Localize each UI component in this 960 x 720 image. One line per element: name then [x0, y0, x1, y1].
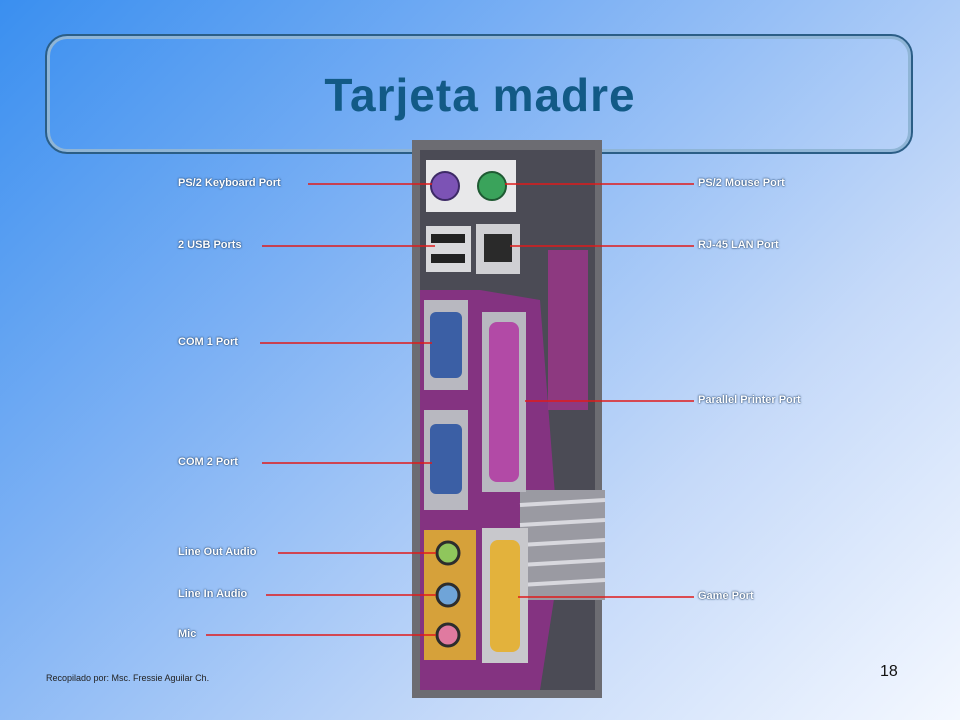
page-number: 18: [880, 663, 898, 680]
label-usb: 2 USB Ports: [178, 239, 242, 251]
label-line-in: Line In Audio: [178, 588, 248, 600]
parallel-connector: [489, 322, 519, 482]
mic-jack: [435, 622, 461, 648]
usb-connector-1: [431, 234, 465, 243]
usb-connector-2: [431, 254, 465, 263]
heatsink: [519, 490, 606, 600]
label-com1: COM 1 Port: [178, 336, 238, 348]
com1-connector: [430, 312, 462, 378]
usb-housing: [426, 226, 471, 272]
label-parallel: Parallel Printer Port: [698, 394, 801, 406]
game-port-connector: [490, 540, 520, 652]
label-game: Game Port: [698, 590, 754, 602]
footer-credit: Recopilado por: Msc. Fressie Aguilar Ch.: [46, 673, 210, 683]
ps2-keyboard-connector: [430, 171, 460, 201]
leader-lines: [206, 183, 694, 636]
label-mic: Mic: [178, 628, 197, 640]
rj45-socket: [484, 234, 512, 262]
label-com2: COM 2 Port: [178, 456, 238, 468]
com2-connector: [430, 424, 462, 494]
label-line-out: Line Out Audio: [178, 546, 257, 558]
label-rj45: RJ-45 LAN Port: [698, 239, 779, 251]
side-panel: [548, 250, 588, 410]
line-out-jack: [435, 540, 461, 566]
label-ps2-keyboard: PS/2 Keyboard Port: [178, 177, 281, 189]
label-ps2-mouse: PS/2 Mouse Port: [698, 177, 785, 189]
ps2-mouse-connector: [477, 171, 507, 201]
line-in-jack: [435, 582, 461, 608]
slide-title: Tarjeta madre: [324, 69, 636, 121]
